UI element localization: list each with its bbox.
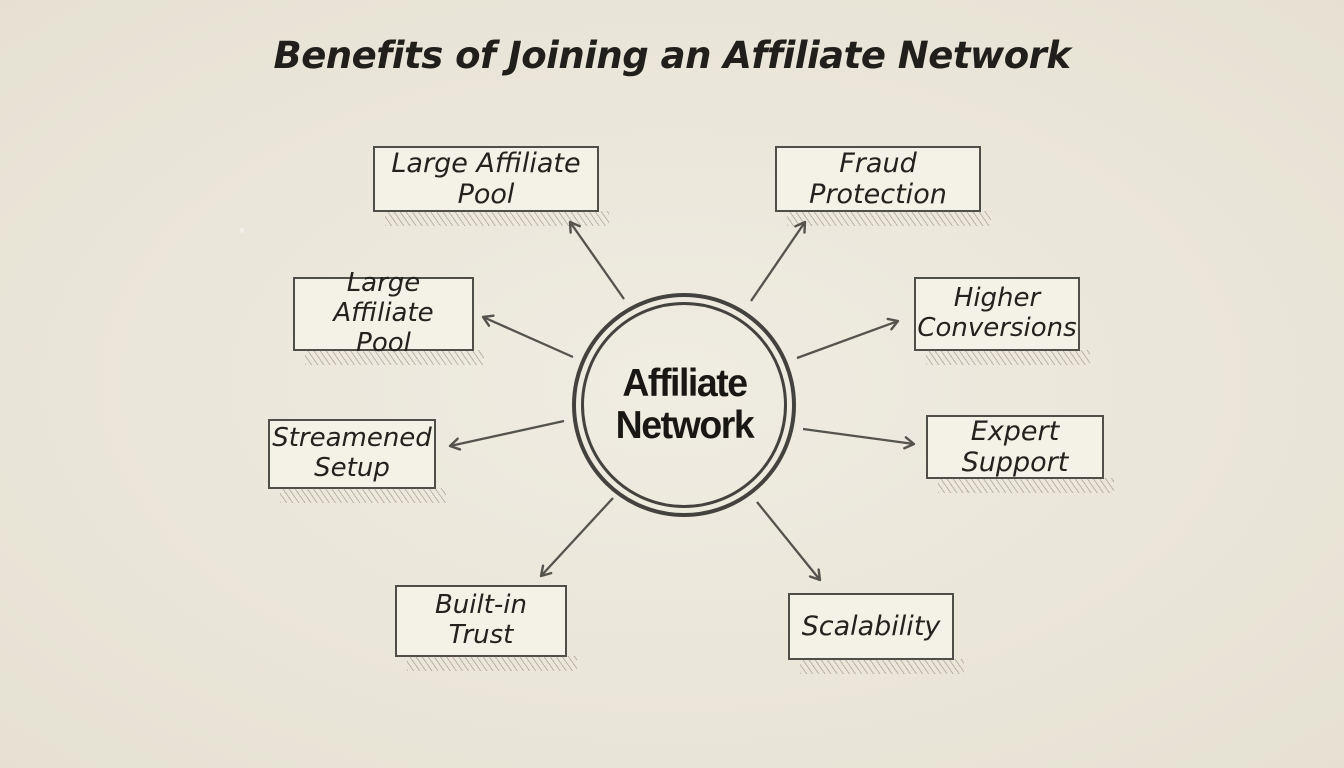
arrow-to-large-affiliate-pool-top bbox=[568, 220, 625, 300]
node-expert-support: Expert Support bbox=[926, 415, 1114, 493]
node-label: Higher Conversions bbox=[917, 283, 1077, 343]
node-large-affiliate-pool-left: Large Affiliate Pool bbox=[293, 268, 484, 365]
node-label: Streamened Setup bbox=[272, 423, 432, 483]
arrow-to-streamened-setup bbox=[448, 419, 565, 451]
node-fraud-protection: Fraud Protection bbox=[775, 146, 991, 226]
node-streamened-setup: Streamened Setup bbox=[268, 419, 446, 503]
node-scalability: Scalability bbox=[788, 593, 964, 674]
center-node-affiliate-network: Affiliate Network bbox=[572, 293, 796, 517]
arrow-to-expert-support bbox=[802, 427, 916, 450]
center-node-label: Affiliate Network bbox=[615, 361, 754, 447]
node-label: Scalability bbox=[801, 610, 941, 642]
node-label: Large Affiliate Pool bbox=[333, 268, 434, 358]
node-label: Fraud Protection bbox=[809, 147, 947, 210]
arrow-to-built-in-trust bbox=[539, 497, 614, 578]
arrow-to-fraud-protection bbox=[750, 220, 807, 302]
node-label: Built-in Trust bbox=[434, 590, 528, 650]
node-large-affiliate-pool-top: Large Affiliate Pool bbox=[373, 146, 609, 226]
arrow-to-large-affiliate-pool-left bbox=[481, 314, 574, 359]
node-higher-conversions: Higher Conversions bbox=[914, 277, 1090, 365]
node-label: Expert Support bbox=[961, 415, 1069, 478]
arrow-to-scalability bbox=[756, 501, 822, 582]
arrow-to-higher-conversions bbox=[796, 317, 900, 360]
center-node-inner-ring: Affiliate Network bbox=[581, 302, 787, 508]
page-title: Benefits of Joining an Affiliate Network bbox=[273, 34, 1072, 77]
node-built-in-trust: Built-in Trust bbox=[395, 585, 577, 671]
node-label: Large Affiliate Pool bbox=[391, 147, 581, 210]
